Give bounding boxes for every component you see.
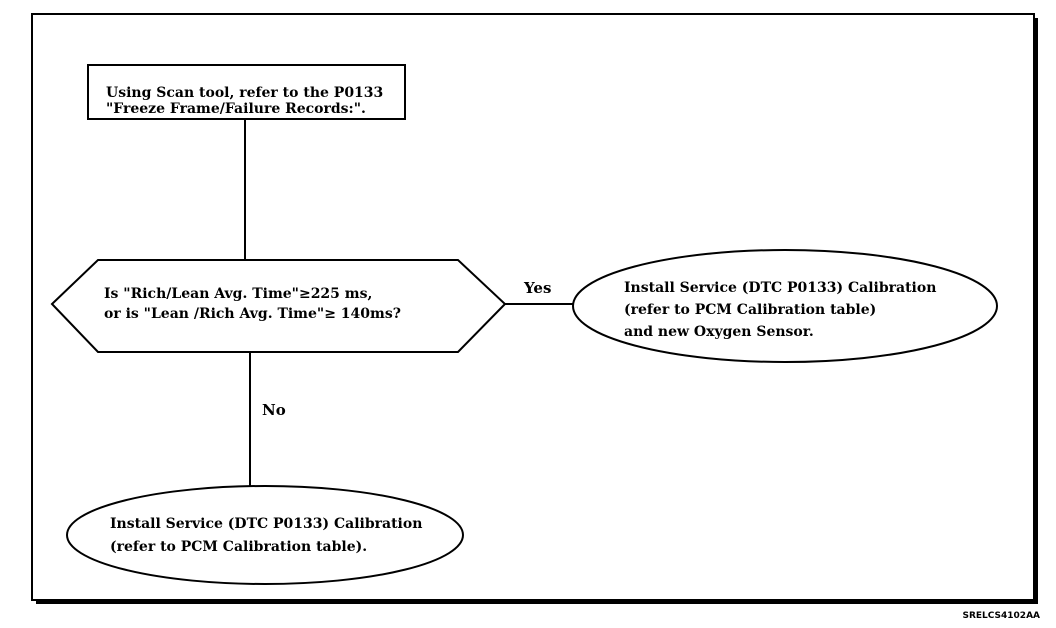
- start-box-line2: "Freeze Frame/Failure Records:".: [106, 101, 366, 117]
- decision-node: [50, 259, 507, 353]
- yes-outcome-node: [572, 249, 998, 363]
- decision-line2: or is "Lean /Rich Avg. Time"≥ 140ms?: [104, 306, 401, 322]
- no-outcome-line2: (refer to PCM Calibration table).: [110, 539, 367, 555]
- no-outcome-line1: Install Service (DTC P0133) Calibration: [110, 516, 422, 532]
- yes-outcome-line2: (refer to PCM Calibration table): [624, 302, 876, 318]
- yes-label: Yes: [523, 279, 551, 297]
- no-label: No: [262, 401, 286, 419]
- decision-line1: Is "Rich/Lean Avg. Time"≥225 ms,: [104, 286, 372, 302]
- no-outcome-node: [66, 485, 464, 585]
- start-box-line1: Using Scan tool, refer to the P0133: [106, 85, 383, 101]
- start-box: [87, 64, 406, 120]
- figure-code: SRELCS4102AA: [962, 611, 1040, 621]
- yes-outcome-line1: Install Service (DTC P0133) Calibration: [624, 280, 936, 296]
- yes-outcome-line3: and new Oxygen Sensor.: [624, 324, 814, 340]
